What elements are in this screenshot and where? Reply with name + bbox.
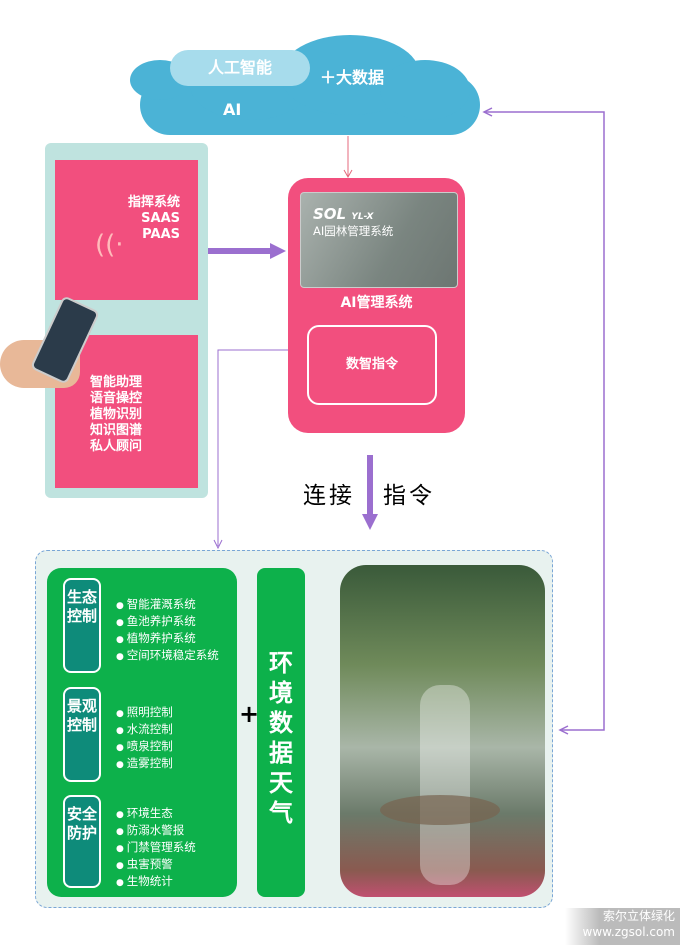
control-item: 植物养护系统 — [116, 631, 219, 648]
digital-command-button[interactable]: 数智指令 — [307, 325, 437, 405]
paas-label: PAAS — [142, 227, 180, 242]
assistant-item: 植物识别 — [90, 407, 143, 422]
garden-fountain-image — [340, 565, 545, 897]
screen-title: AI园林管理系统 — [313, 224, 394, 238]
command-system-box: 指挥系统 SAAS PAAS ((· — [55, 160, 198, 300]
control-item: 防溺水警报 — [116, 823, 196, 840]
assistant-item: 智能助理 — [90, 375, 143, 390]
command-system-label: 指挥系统 — [127, 195, 180, 210]
control-item: 智能灌溉系统 — [116, 597, 219, 614]
wifi-icon: ((· — [95, 230, 124, 260]
control-item: 鱼池养护系统 — [116, 614, 219, 631]
saas-label: SAAS — [141, 211, 180, 226]
security-title: 安全防护 — [63, 795, 101, 888]
control-item: 环境生态 — [116, 806, 196, 823]
watermark-url: www.zgsol.com — [582, 925, 675, 939]
connect-label: 连接 — [303, 483, 355, 509]
control-item: 照明控制 — [116, 705, 173, 722]
ai-label: AI — [223, 100, 242, 119]
control-item: 水流控制 — [116, 722, 173, 739]
device-title: AI管理系统 — [340, 295, 413, 311]
brand-logo: SOL — [313, 205, 347, 223]
command-label: 指令 — [383, 483, 435, 509]
control-item: 喷泉控制 — [116, 739, 173, 756]
ai-device: SOL YL-X AI园林管理系统 AI管理系统 数智指令 — [288, 178, 465, 433]
big-data-label: ＋大数据 — [320, 68, 385, 87]
ai-bubble: 人工智能 — [170, 50, 310, 86]
device-screen: SOL YL-X AI园林管理系统 — [300, 192, 458, 288]
watermark: 索尔立体绿化 www.zgsol.com — [565, 908, 680, 945]
control-item: 生物统计 — [116, 874, 196, 891]
plus-sign: + — [239, 700, 260, 728]
landscape-control-title: 景观控制 — [63, 687, 101, 782]
control-item: 门禁管理系统 — [116, 840, 196, 857]
phone-in-hand-image — [0, 295, 110, 390]
control-item: 虫害预警 — [116, 857, 196, 874]
cloud: 人工智能 ＋大数据 AI — [130, 30, 485, 140]
control-item: 空间环境稳定系统 — [116, 648, 219, 665]
control-item: 造雾控制 — [116, 756, 173, 773]
model-label: YL-X — [351, 212, 374, 222]
assistant-item: 语音操控 — [90, 391, 143, 406]
assistant-item: 私人顾问 — [90, 439, 143, 454]
ecology-control-title: 生态控制 — [63, 578, 101, 673]
env-data-column: 环境数据天气 — [257, 568, 305, 897]
assistant-item: 知识图谱 — [90, 423, 143, 438]
watermark-name: 索尔立体绿化 — [602, 909, 675, 923]
